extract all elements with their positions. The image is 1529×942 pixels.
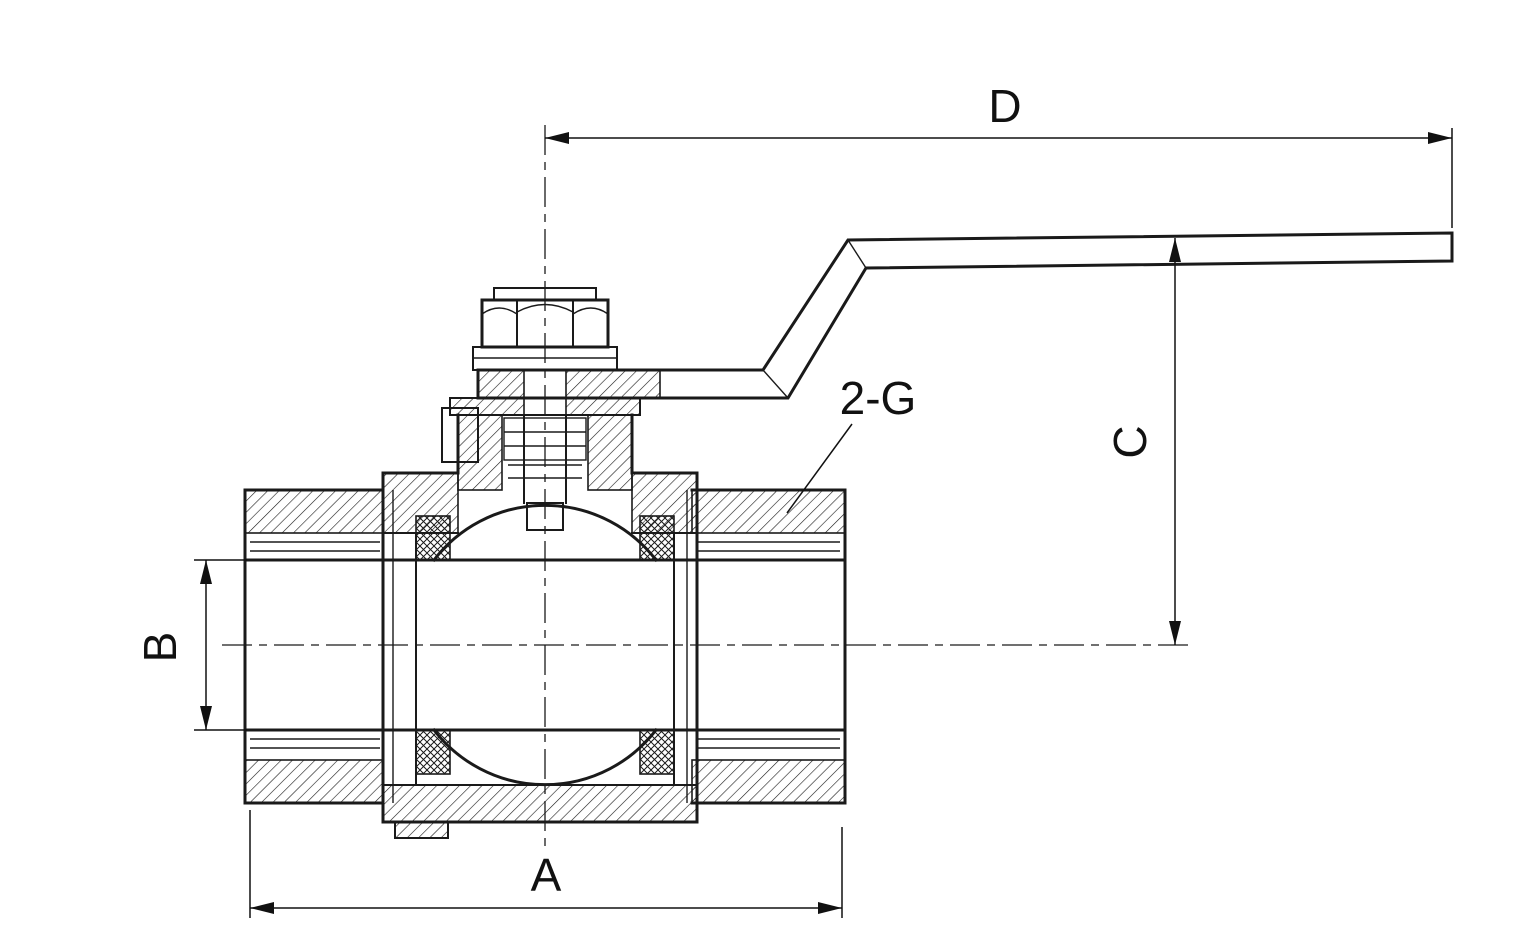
body-bottom-wall [382, 784, 698, 823]
dim-b-arrow-top [200, 560, 212, 584]
seat-top-right [639, 515, 675, 561]
gland-flange-right [565, 397, 641, 416]
handle-bend-crease-upper [847, 239, 867, 269]
right-port-outline [690, 488, 847, 805]
left-port-outline [243, 488, 385, 805]
dim-d-arrow-left [545, 132, 569, 144]
ball-stem-slot [526, 502, 564, 531]
handle-bend-crease-lower [762, 369, 789, 399]
left-port-bottom-wall [244, 759, 384, 804]
dim-a-arrow-right [818, 902, 842, 914]
body-bottom-tab [394, 821, 449, 839]
right-port-top-wall [691, 489, 846, 534]
dim-a-label: A [531, 849, 562, 901]
dim-b-label: B [134, 632, 186, 663]
ball-top-arc [431, 503, 659, 563]
dimensions: D C B A 2-G [134, 80, 1453, 918]
bottom-tab-outline [394, 821, 449, 839]
stem-boss-left-wall [457, 414, 503, 491]
right-port-bottom-wall [691, 759, 846, 804]
thread-callout-label: 2-G [840, 372, 917, 424]
dim-c-label: C [1104, 425, 1156, 458]
handle-hub-right-section [565, 369, 661, 399]
ball [431, 502, 659, 787]
seat-top-left [415, 515, 451, 561]
stem-top-cap [493, 287, 597, 301]
dim-d-label: D [988, 80, 1021, 132]
side-lug [441, 407, 479, 463]
seat-bottom-right [639, 729, 675, 775]
dim-a-arrow-left [250, 902, 274, 914]
left-port-top-wall [244, 489, 384, 534]
center-body-top [381, 413, 699, 475]
valve-body [243, 413, 847, 839]
nut-chamfer-arcs [481, 303, 609, 315]
packing-rings [503, 417, 587, 461]
dim-c-arrow-top [1169, 238, 1181, 262]
handle-hub-left-section [477, 369, 525, 399]
dim-c-arrow-bottom [1169, 621, 1181, 645]
seat-bottom-left [415, 729, 451, 775]
stem-assembly [441, 287, 641, 504]
handle-outline [476, 231, 1454, 400]
gland-flange-left [449, 397, 525, 416]
center-body-sides [381, 471, 699, 824]
dim-d-arrow-right [1428, 132, 1452, 144]
stem-boss-right-wall [587, 414, 633, 491]
handle [476, 231, 1454, 400]
dim-b-arrow-bottom [200, 706, 212, 730]
thread-callout-leader [786, 423, 853, 514]
ball-bottom-arc [431, 727, 659, 787]
thread-lines [250, 541, 840, 749]
